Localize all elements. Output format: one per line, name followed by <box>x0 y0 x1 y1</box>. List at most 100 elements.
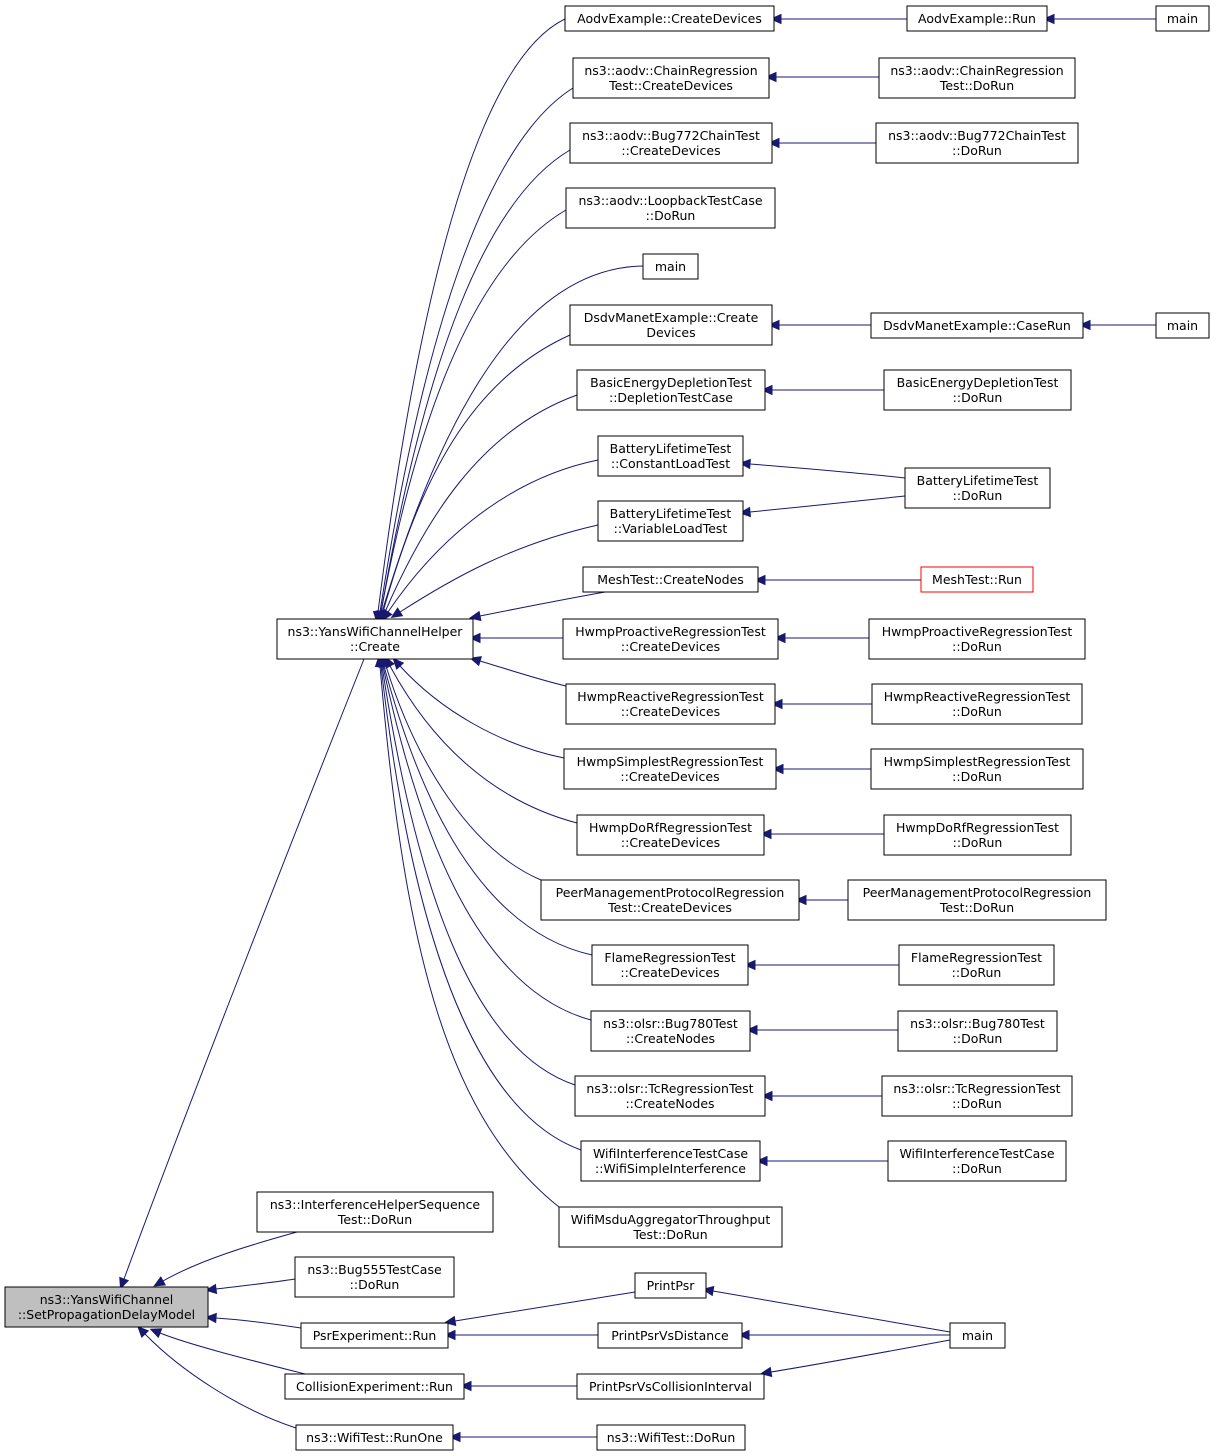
node-hdorf-cd[interactable]: HwmpDoRfRegressionTest::CreateDevices <box>576 814 765 856</box>
node-label: HwmpDoRfRegressionTest <box>896 820 1059 835</box>
node-dsdv-cd[interactable]: DsdvManetExample::CreateDevices <box>569 304 773 346</box>
node-mesh-run[interactable]: MeshTest::Run <box>920 566 1034 593</box>
node-dsdv-caserun[interactable]: DsdvManetExample::CaseRun <box>870 312 1084 339</box>
node-peer-dorun[interactable]: PeerManagementProtocolRegressionTest::Do… <box>847 879 1107 921</box>
node-label: ::DoRun <box>953 488 1003 503</box>
node-label: ns3::olsr::Bug780Test <box>603 1016 738 1031</box>
node-hsim-dorun[interactable]: HwmpSimplestRegressionTest::DoRun <box>870 748 1084 790</box>
arrowhead-create <box>468 610 482 622</box>
node-label: PrintPsrVsDistance <box>611 1328 729 1343</box>
node-label: HwmpProactiveRegressionTest <box>882 624 1073 639</box>
node-bed-dorun[interactable]: BasicEnergyDepletionTest::DoRun <box>883 369 1072 411</box>
node-printpsr[interactable]: PrintPsr <box>634 1272 707 1299</box>
node-bug772-cd[interactable]: ns3::aodv::Bug772ChainTest::CreateDevice… <box>569 122 773 164</box>
arrowhead-setprop <box>119 1276 130 1290</box>
edge-mesh_cn-to-create <box>479 591 606 617</box>
node-flame-dorun[interactable]: FlameRegressionTest::DoRun <box>898 944 1055 986</box>
node-main2[interactable]: main <box>642 253 699 280</box>
arrowhead-aodv_run <box>1042 13 1055 25</box>
node-label: ns3::WifiTest::DoRun <box>607 1430 736 1445</box>
node-label: Test::DoRun <box>632 1227 707 1242</box>
node-wifiint-dorun[interactable]: WifiInterferenceTestCase::DoRun <box>887 1140 1067 1182</box>
arrowhead-olsrtc_cn <box>760 1090 773 1102</box>
node-main3[interactable]: main <box>1155 312 1210 339</box>
node-bed-dtc[interactable]: BasicEnergyDepletionTest::DepletionTestC… <box>576 369 766 411</box>
node-box <box>564 5 775 32</box>
arrowhead-setprop <box>149 1328 163 1339</box>
node-main4[interactable]: main <box>949 1322 1006 1349</box>
node-bug772-dorun[interactable]: ns3::aodv::Bug772ChainTest::DoRun <box>875 122 1079 164</box>
node-chain-cd[interactable]: ns3::aodv::ChainRegressionTest::CreateDe… <box>572 57 770 99</box>
node-wifitest-runone[interactable]: ns3::WifiTest::RunOne <box>295 1424 454 1451</box>
arrowhead-collexp <box>459 1380 472 1392</box>
edge-peer_cd-to-create <box>385 665 542 881</box>
node-label: ::CreateDevices <box>621 639 720 654</box>
node-box <box>898 944 1055 986</box>
arrowhead-create <box>374 654 386 667</box>
node-blt-dorun[interactable]: BatteryLifetimeTest::DoRun <box>904 467 1051 509</box>
node-box <box>300 1322 449 1349</box>
node-olsrtc-dorun[interactable]: ns3::olsr::TcRegressionTest::DoRun <box>881 1075 1073 1117</box>
node-label: ns3::aodv::LoopbackTestCase <box>578 193 762 208</box>
node-label: ns3::olsr::TcRegressionTest <box>586 1081 753 1096</box>
node-printpsrci[interactable]: PrintPsrVsCollisionInterval <box>576 1373 765 1400</box>
node-box <box>295 1424 454 1451</box>
node-box <box>576 1373 765 1400</box>
node-wifitest-dorun[interactable]: ns3::WifiTest::DoRun <box>596 1424 746 1451</box>
node-flame-cd[interactable]: FlameRegressionTest::CreateDevices <box>591 944 749 986</box>
node-olsrtc-cn[interactable]: ns3::olsr::TcRegressionTest::CreateNodes <box>574 1075 766 1117</box>
node-mesh-cn[interactable]: MeshTest::CreateNodes <box>582 566 759 593</box>
node-box <box>868 618 1086 660</box>
arrowhead-wifiint_wsi <box>755 1155 768 1167</box>
node-main1[interactable]: main <box>1155 5 1210 32</box>
node-aodv-cd[interactable]: AodvExample::CreateDevices <box>564 5 775 32</box>
node-label: ::DoRun <box>952 1096 1002 1111</box>
node-hpro-dorun[interactable]: HwmpProactiveRegressionTest::DoRun <box>868 618 1086 660</box>
arrowhead-flame_cd <box>743 959 756 971</box>
node-label: HwmpReactiveRegressionTest <box>884 689 1071 704</box>
edge-hdorf_cd-to-create <box>389 665 578 824</box>
node-wifiint-wsi[interactable]: WifiInterferenceTestCase::WifiSimpleInte… <box>580 1140 761 1182</box>
node-label: ::CreateDevices <box>621 143 720 158</box>
edge-create-to-setprop <box>123 658 365 1280</box>
node-psrexp[interactable]: PsrExperiment::Run <box>300 1322 449 1349</box>
node-ihs[interactable]: ns3::InterferenceHelperSequenceTest::DoR… <box>256 1191 494 1233</box>
node-label: PrintPsr <box>647 1278 696 1293</box>
node-blt-const[interactable]: BatteryLifetimeTest::ConstantLoadTest <box>597 435 744 477</box>
node-loopback[interactable]: ns3::aodv::LoopbackTestCase::DoRun <box>565 187 776 229</box>
edge-dsdv_cd-to-create <box>382 334 571 613</box>
node-aodv-run[interactable]: AodvExample::Run <box>906 5 1048 32</box>
node-label: BasicEnergyDepletionTest <box>590 375 752 390</box>
node-label: WifiInterferenceTestCase <box>593 1146 748 1161</box>
node-olsr780-cn[interactable]: ns3::olsr::Bug780Test::CreateNodes <box>590 1010 751 1052</box>
node-create[interactable]: ns3::YansWifiChannelHelper::Create <box>276 618 474 660</box>
node-label: WifiMsduAggregatorThroughput <box>571 1212 771 1227</box>
node-label: HwmpSimplestRegressionTest <box>884 754 1071 769</box>
node-label: ::CreateDevices <box>620 965 719 980</box>
node-label: BatteryLifetimeTest <box>610 441 732 456</box>
node-label: PeerManagementProtocolRegression <box>556 885 785 900</box>
node-hdorf-dorun[interactable]: HwmpDoRfRegressionTest::DoRun <box>883 814 1072 856</box>
node-box <box>256 1191 494 1233</box>
node-box <box>276 618 474 660</box>
node-peer-cd[interactable]: PeerManagementProtocolRegressionTest::Cr… <box>540 879 800 921</box>
node-hsim-cd[interactable]: HwmpSimplestRegressionTest::CreateDevice… <box>563 748 777 790</box>
node-setprop[interactable]: ns3::YansWifiChannel::SetPropagationDela… <box>4 1286 209 1328</box>
node-bug555[interactable]: ns3::Bug555TestCase::DoRun <box>294 1256 455 1298</box>
node-olsr780-dorun[interactable]: ns3::olsr::Bug780Test::DoRun <box>897 1010 1058 1052</box>
node-hpro-cd[interactable]: HwmpProactiveRegressionTest::CreateDevic… <box>562 618 779 660</box>
node-label: ns3::aodv::Bug772ChainTest <box>888 128 1066 143</box>
node-hrea-dorun[interactable]: HwmpReactiveRegressionTest::DoRun <box>871 683 1083 725</box>
arrowhead-chain_cd <box>764 71 777 83</box>
node-blt-var[interactable]: BatteryLifetimeTest::VariableLoadTest <box>597 500 744 542</box>
edge-loopback-to-create <box>380 209 567 613</box>
arrowhead-hdorf_cd <box>759 828 772 840</box>
node-hrea-cd[interactable]: HwmpReactiveRegressionTest::CreateDevice… <box>565 683 776 725</box>
node-collexp[interactable]: CollisionExperiment::Run <box>284 1373 465 1400</box>
graph-edges <box>119 13 1157 1443</box>
node-printpsrdist[interactable]: PrintPsrVsDistance <box>597 1322 743 1349</box>
edge-aodv_cd-to-create <box>377 18 566 613</box>
node-label: MeshTest::CreateNodes <box>597 572 744 587</box>
